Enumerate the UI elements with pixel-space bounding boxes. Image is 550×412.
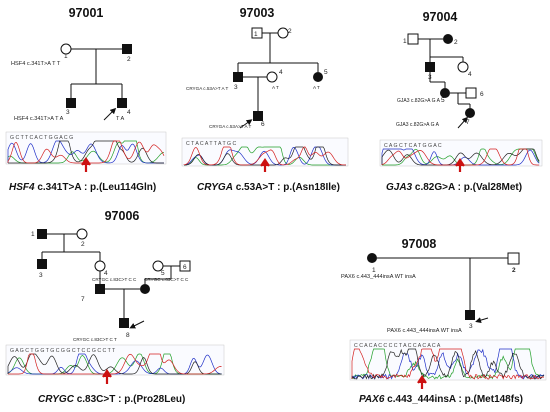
svg-text:6: 6 [480,91,484,98]
mutation-arrow [417,375,427,389]
svg-text:3: 3 [66,109,70,116]
male-affected-proband [117,98,127,108]
genotype-label: HSF4 c.341T>A T T [11,61,61,67]
svg-text:1: 1 [254,31,258,38]
svg-text:CRYGC c.83C>T C T: CRYGC c.83C>T C T [73,337,117,342]
male-affected-proband [253,111,263,121]
pedigree-97008: 1 2 3 PAX6 c.443_444insA WT insA PAX6 c.… [341,252,520,334]
family-id: 97008 [402,237,437,251]
svg-text:GJA3 c.82G>A G A: GJA3 c.82G>A G A [397,98,441,104]
svg-text:CRYGC c.83C>T C C: CRYGC c.83C>T C C [92,277,137,282]
svg-text:C A G C T C A T G G A C: C A G C T C A T G G A C [384,143,442,149]
variant-caption: GJA3 c.82G>A : p.(Val28Met) [386,182,522,193]
svg-text:5: 5 [324,69,328,76]
pedigree-97006: 1 2 3 4 5 6 7 8 CRYGC c.83C>T C C CRYGC … [31,228,191,342]
family-id: 97003 [240,6,275,20]
variant-caption: HSF4 c.341T>A : p.(Leu114Gln) [9,182,156,193]
male-affected [122,44,132,54]
chromatogram-trace [183,146,347,166]
family-id: 97006 [105,209,140,223]
svg-text:8: 8 [126,332,130,339]
svg-text:4: 4 [127,109,131,116]
mutation-arrow [102,369,112,384]
svg-text:3: 3 [428,74,432,81]
svg-text:4: 4 [104,270,108,277]
pedigree-97001: 1 2 3 4 HSF4 c.341T>A T T HSF4 c.341T>A … [11,43,132,122]
family-id: 97004 [423,10,458,24]
svg-text:1: 1 [31,231,35,238]
chromatogram-trace [8,353,222,375]
variant-caption: CRYGA c.53A>T : p.(Asn18Ile) [197,182,340,193]
family-id: 97001 [69,6,104,20]
svg-text:2: 2 [288,28,292,35]
svg-text:2: 2 [81,241,85,248]
male-affected [66,98,76,108]
mutation-arrow [260,158,270,172]
pedigree-97004: 1 2 3 4 5 6 7 GJA3 c.82G>A G A GJA3 c.82… [396,33,484,129]
svg-text:CRYGA c.53A>T A T: CRYGA c.53A>T A T [186,86,228,91]
svg-text:2: 2 [454,39,458,46]
mutation-arrow [455,158,465,172]
svg-text:CRYGA c.53A>T A T: CRYGA c.53A>T A T [209,124,251,129]
svg-text:2: 2 [512,267,516,274]
svg-text:G C T T C A C T G G A C G: G C T T C A C T G G A C G [10,135,73,141]
svg-text:G A G C T G G T G C G G C T C: G A G C T G G T G C G G C T C C G C C T … [10,348,116,354]
chromatogram-trace [351,348,545,380]
svg-text:1: 1 [372,267,376,274]
panel-97003: 97003 1 3 4 5 6 2 CRYGA c.53A>T A T A T … [181,6,349,193]
chromatogram-trace [381,148,540,166]
proband-arrow [103,107,117,121]
panel-97008: 97008 1 2 3 PAX6 c.443_444insA WT insA P… [341,237,547,405]
svg-text:PAX6 c.443_444insA WT insA: PAX6 c.443_444insA WT insA [387,328,462,334]
genotype-label: HSF4 c.341T>A T A [14,116,64,122]
svg-text:7: 7 [81,296,85,303]
svg-text:A T: A T [272,85,279,90]
svg-text:C T A C A T T A T G C: C T A C A T T A T G C [186,141,237,147]
svg-text:1: 1 [403,38,407,45]
svg-text:6: 6 [261,121,265,128]
chromatogram-trace [351,348,545,380]
chromatogram-97006: G A G C T G G T G C G G C T C C G C C T … [5,344,225,376]
svg-text:C C A C A C C C C T A C C A C: C C A C A C C C C T A C C A C A C A [354,343,441,349]
svg-text:4: 4 [468,71,472,78]
variant-caption: CRYGC c.83C>T : p.(Pro28Leu) [38,394,185,405]
svg-text:3: 3 [469,323,473,330]
svg-text:CRYGC c.83C>T C C: CRYGC c.83C>T C C [144,277,189,282]
svg-text:1: 1 [64,53,68,60]
pedigree-97003: 1 3 4 5 6 2 CRYGA c.53A>T A T A T A T CR… [186,27,328,129]
chromatogram-trace [351,348,545,380]
svg-text:5: 5 [441,97,445,104]
panel-97004: 97004 1 2 3 4 5 6 [379,10,543,193]
svg-text:2: 2 [127,56,131,63]
panel-97006: 97006 1 2 3 4 5 [5,209,225,405]
svg-text:5: 5 [161,270,165,277]
variant-caption: PAX6 c.443_444insA : p.(Met148fs) [359,394,523,405]
svg-text:GJA3 c.82G>A G A: GJA3 c.82G>A G A [396,122,440,128]
chromatogram-97008: C C A C A C C C C T A C C A C A C A [349,339,547,381]
svg-text:PAX6 c.443_444insA WT insA: PAX6 c.443_444insA WT insA [341,274,416,280]
mutation-arrow [81,157,91,172]
genotype-label: T A [116,116,125,122]
panel-97001: 97001 1 2 3 4 HSF4 c.341T>A T T HSF4 c.3… [5,6,167,193]
svg-text:4: 4 [279,69,283,76]
svg-text:3: 3 [39,272,43,279]
svg-text:A T: A T [313,85,320,90]
svg-text:7: 7 [466,119,470,126]
svg-text:3: 3 [234,84,238,91]
svg-text:6: 6 [183,264,187,271]
